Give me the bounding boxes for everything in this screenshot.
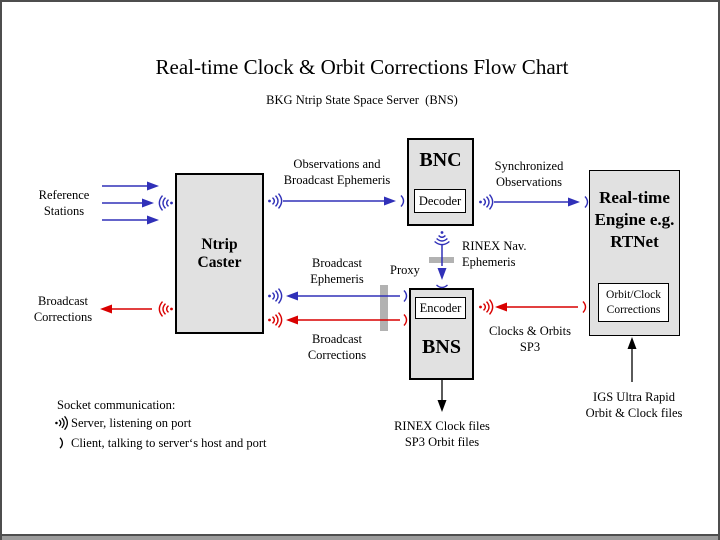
server-socket-icon [158, 300, 174, 318]
igs-input-arrow [627, 337, 637, 382]
rinex-nav-vertical-arrow [433, 230, 451, 289]
client-socket-icon [403, 289, 408, 303]
client-socket-icon [400, 194, 405, 208]
frame-bottom-strip [2, 536, 718, 540]
engine-title: Real-time Engine e.g. RTNet [590, 187, 679, 253]
engine-title-line3: e.g. RTNet [610, 210, 675, 251]
ntrip-caster-label-line1: Ntrip [201, 236, 238, 253]
label-synchronized-observations: Synchronized Observations [469, 159, 589, 190]
bns-title: BNS [422, 336, 461, 358]
orbit-clock-line2: Corrections [606, 303, 661, 316]
label-broadcast-ephemeris: Broadcast Ephemeris [287, 256, 387, 287]
engine-title-line1: Real-time [599, 188, 670, 207]
label-line: Broadcast Ephemeris [283, 172, 391, 187]
label-line: Ephemeris [462, 254, 516, 269]
page-subtitle: BKG Ntrip State Space Server (BNS) [266, 93, 458, 107]
label-rinex-nav-ephemeris: RINEX Nav. Ephemeris [462, 239, 552, 270]
label-reference-stations: Reference Stations [14, 188, 114, 219]
label-line: RINEX Clock files [394, 419, 490, 433]
label-line: Observations and [293, 157, 381, 171]
bnc-title: BNC [419, 149, 462, 171]
node-bnc: BNC Decoder [407, 138, 474, 226]
label-line: SP3 [519, 339, 541, 354]
broadcast-corrections-mid-arrow [267, 311, 408, 329]
label-observations: Observations and Broadcast Ephemeris [257, 157, 417, 188]
node-ntrip-caster: Ntrip Caster [175, 173, 264, 334]
legend-title: Socket communication: [57, 398, 176, 412]
server-socket-icon [267, 192, 283, 210]
orbit-clock-line1: Orbit/Clock [606, 288, 661, 301]
label-line: Ephemeris [310, 271, 364, 286]
client-socket-icon [403, 313, 408, 327]
server-socket-icon [267, 287, 283, 305]
label-line: Corrections [33, 309, 93, 324]
clocks-orbits-arrow [478, 298, 587, 316]
client-socket-icon [584, 195, 589, 209]
label-line: Corrections [307, 347, 367, 362]
label-proxy: Proxy [390, 263, 420, 277]
ntrip-caster-label-line2: Caster [197, 253, 242, 271]
label-line: Clocks & Orbits [489, 324, 571, 338]
bns-output-arrow [437, 380, 447, 412]
label-rinex-clock-files: RINEX Clock files SP3 Orbit files [362, 419, 522, 450]
node-encoder: Encoder [415, 297, 466, 319]
server-socket-icon [433, 230, 451, 246]
broadcast-ephemeris-arrow [267, 287, 408, 305]
server-socket-icon [478, 193, 494, 211]
proxy-bar-vertical [380, 285, 388, 331]
server-socket-icon [267, 311, 283, 329]
node-decoder: Decoder [414, 189, 466, 213]
label-line: Stations [43, 203, 85, 218]
label-line: Observations [496, 174, 562, 189]
label-line: SP3 Orbit files [404, 434, 480, 449]
node-orbit-clock-corrections: Orbit/Clock Corrections [598, 283, 669, 322]
node-realtime-engine: Real-time Engine e.g. RTNet Orbit/Clock … [589, 170, 680, 336]
label-clocks-orbits-sp3: Clocks & Orbits SP3 [470, 324, 590, 355]
label-line: Reference [38, 188, 90, 202]
label-line: IGS Ultra Rapid [593, 390, 675, 404]
legend-client-socket-icon [59, 437, 64, 449]
node-bns: Encoder BNS [409, 288, 474, 380]
label-broadcast-corrections-mid: Broadcast Corrections [287, 332, 387, 363]
label-line: RINEX Nav. [462, 239, 527, 253]
label-line: Broadcast [312, 332, 362, 346]
legend-client-text: Client, talking to server‘s host and por… [71, 436, 267, 450]
label-igs-ultra-rapid: IGS Ultra Rapid Orbit & Clock files [554, 390, 714, 421]
server-socket-icon [478, 298, 494, 316]
engine-title-line2: Engine [594, 210, 646, 229]
observations-arrow [267, 192, 405, 210]
frame-bottom-line [2, 534, 718, 536]
label-line: Synchronized [494, 159, 564, 173]
synchronized-observations-arrow [478, 193, 589, 211]
client-socket-icon [582, 300, 587, 314]
legend-server-text: Server, listening on port [71, 416, 192, 430]
label-line: Orbit & Clock files [585, 405, 683, 420]
label-broadcast-corrections-left: Broadcast Corrections [11, 294, 115, 325]
legend-server-socket-icon [54, 415, 69, 431]
page-title: Real-time Clock & Orbit Corrections Flow… [155, 55, 569, 79]
label-line: Broadcast [312, 256, 362, 270]
label-line: Broadcast [38, 294, 88, 308]
server-socket-icon [158, 194, 174, 212]
